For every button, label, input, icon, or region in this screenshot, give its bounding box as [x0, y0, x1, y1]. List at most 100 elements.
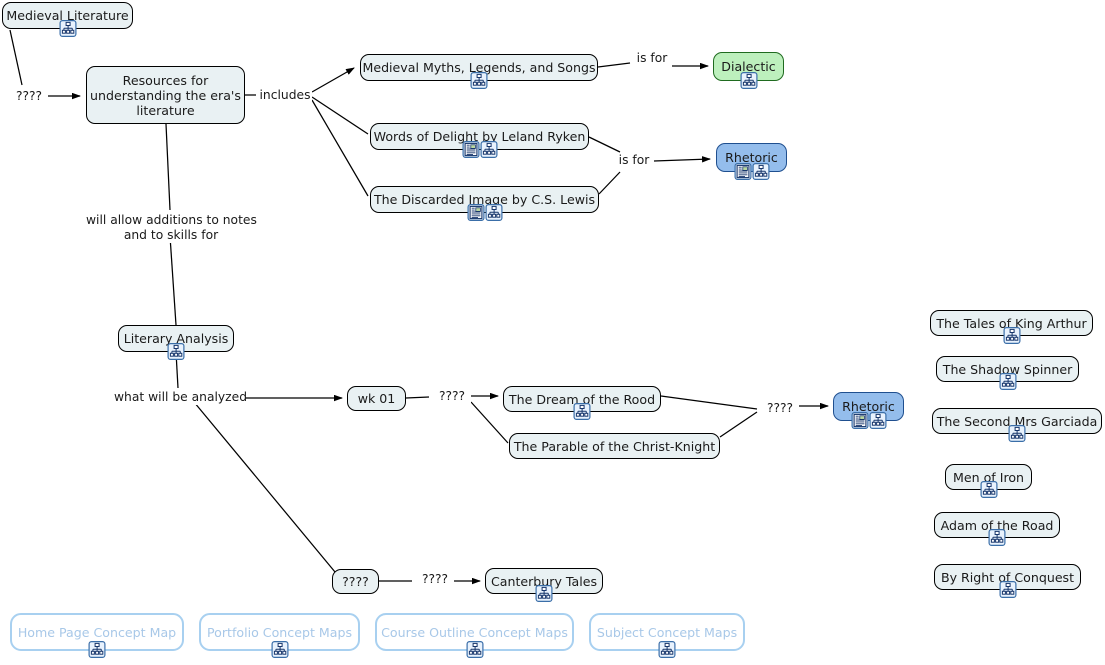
node-icon-group [466, 641, 483, 658]
edge-label-label-unknown-1[interactable]: ???? [10, 89, 48, 104]
node-shadow-spinner[interactable]: The Shadow Spinner [936, 356, 1079, 390]
edge-line [470, 401, 509, 444]
concept-map-icon[interactable] [88, 641, 106, 658]
node-label: Adam of the Road [940, 517, 1054, 533]
concept-map-icon[interactable] [999, 373, 1016, 390]
node-label: Canterbury Tales [490, 573, 598, 589]
node-label: Resources for understanding the era's li… [90, 72, 241, 118]
edge-line [719, 411, 758, 438]
node-medieval-myths[interactable]: Medieval Myths, Legends, and Songs [360, 54, 598, 89]
concept-map-icon[interactable] [999, 581, 1016, 598]
node-icon-group [740, 72, 757, 89]
edge-label-label-unknown-4[interactable]: ???? [416, 572, 454, 587]
node-rhetoric-top[interactable]: Rhetoric [716, 143, 787, 180]
node-icon-group [734, 163, 769, 180]
node-words-of-delight[interactable]: Words of Delight by Leland Ryken [370, 123, 589, 158]
node-nav-course-outline[interactable]: Course Outline Concept Maps [375, 613, 574, 658]
node-parable-christ-knight[interactable]: The Parable of the Christ-Knight [509, 433, 720, 459]
concept-map-icon[interactable] [271, 641, 288, 658]
edge-label-label-unknown-3[interactable]: ???? [761, 401, 799, 416]
concept-map-icon[interactable] [480, 141, 497, 158]
concept-map-icon[interactable] [470, 72, 488, 89]
node-dream-of-the-rood[interactable]: The Dream of the Rood [503, 386, 661, 420]
node-nav-subject[interactable]: Subject Concept Maps [589, 613, 745, 658]
edge-label-label-includes[interactable]: includes [258, 88, 312, 103]
node-adam-of-the-road[interactable]: Adam of the Road [934, 512, 1060, 546]
edge-label-label-what-analyzed[interactable]: what will be analyzed [113, 390, 247, 405]
node-icon-group [1008, 425, 1026, 442]
node-icon-group [467, 204, 502, 221]
node-icon-group [851, 412, 886, 429]
concept-map-icon[interactable] [573, 403, 591, 420]
document-icon[interactable] [467, 204, 484, 221]
concept-map-icon[interactable] [1003, 327, 1020, 344]
concept-map-icon[interactable] [59, 20, 76, 37]
node-icon-group [1003, 327, 1020, 344]
edge-label-label-is-for-rhetoric[interactable]: is for [616, 153, 652, 168]
edge-line [311, 67, 355, 93]
concept-map-icon[interactable] [869, 412, 886, 429]
node-icon-group [980, 481, 997, 498]
node-label: Portfolio Concept Maps [206, 624, 353, 640]
concept-map-icon[interactable] [1008, 425, 1026, 442]
edge-line [588, 136, 621, 153]
document-icon[interactable] [851, 412, 868, 429]
node-icon-group [999, 373, 1016, 390]
node-second-mrs-garciada[interactable]: The Second Mrs Garciada [932, 408, 1102, 442]
edge-line [405, 396, 430, 399]
node-by-right-of-conquest[interactable]: By Right of Conquest [934, 564, 1081, 598]
node-resources[interactable]: Resources for understanding the era's li… [86, 66, 245, 124]
edge-line [169, 235, 177, 326]
node-nav-home-page[interactable]: Home Page Concept Map [10, 613, 184, 658]
node-icon-group [462, 141, 497, 158]
edge-line [311, 96, 369, 135]
node-label: By Right of Conquest [940, 569, 1075, 585]
node-discarded-image[interactable]: The Discarded Image by C.S. Lewis [370, 186, 599, 221]
node-icon-group [470, 72, 488, 89]
node-icon-group [271, 641, 288, 658]
concept-map-icon[interactable] [167, 343, 185, 360]
node-label: The Discarded Image by C.S. Lewis [373, 192, 596, 207]
concept-map-icon[interactable] [535, 585, 553, 602]
document-icon[interactable] [462, 141, 479, 158]
node-nav-portfolio[interactable]: Portfolio Concept Maps [199, 613, 360, 658]
concept-map-icon[interactable] [980, 481, 997, 498]
concept-map-icon[interactable] [658, 641, 676, 658]
concept-map-icon[interactable] [988, 529, 1006, 546]
node-literary-analysis[interactable]: Literary Analysis [118, 325, 234, 360]
edge-line [660, 395, 758, 410]
node-rhetoric-bottom[interactable]: Rhetoric [833, 392, 904, 429]
concept-map-icon[interactable] [740, 72, 757, 89]
edge-label-label-will-allow[interactable]: will allow additions to notes and to ski… [85, 213, 257, 243]
node-wk-01[interactable]: wk 01 [347, 386, 406, 411]
node-men-of-iron[interactable]: Men of Iron [945, 464, 1032, 498]
node-icon-group [988, 529, 1006, 546]
edge-line [193, 401, 341, 579]
node-label: Medieval Literature [6, 8, 129, 23]
node-label: Medieval Myths, Legends, and Songs [362, 60, 596, 75]
node-dialectic[interactable]: Dialectic [713, 52, 784, 89]
edge-label-label-is-for-dialectic[interactable]: is for [634, 51, 670, 66]
edge-label-label-unknown-2[interactable]: ???? [433, 389, 471, 404]
node-icon-group [59, 20, 76, 37]
node-icon-group [999, 581, 1016, 598]
concept-map-icon[interactable] [485, 204, 502, 221]
node-medieval-literature[interactable]: Medieval Literature [2, 2, 133, 37]
node-label: The Second Mrs Garciada [936, 413, 1098, 429]
edge-line [165, 123, 171, 211]
node-label: Dialectic [721, 59, 776, 74]
document-icon[interactable] [734, 163, 751, 180]
node-unknown-node[interactable]: ???? [332, 569, 379, 594]
node-canterbury-tales[interactable]: Canterbury Tales [485, 568, 603, 602]
node-icon-group [535, 585, 553, 602]
edge-line [598, 171, 621, 195]
concept-map-icon[interactable] [752, 163, 769, 180]
node-label: Rhetoric [725, 150, 778, 165]
node-label: Men of Iron [952, 469, 1025, 485]
edge-line [653, 156, 711, 163]
node-label: The Shadow Spinner [942, 361, 1073, 377]
node-label: Subject Concept Maps [596, 624, 738, 640]
concept-map-icon[interactable] [466, 641, 483, 658]
node-tales-of-king-arthur[interactable]: The Tales of King Arthur [930, 310, 1093, 344]
